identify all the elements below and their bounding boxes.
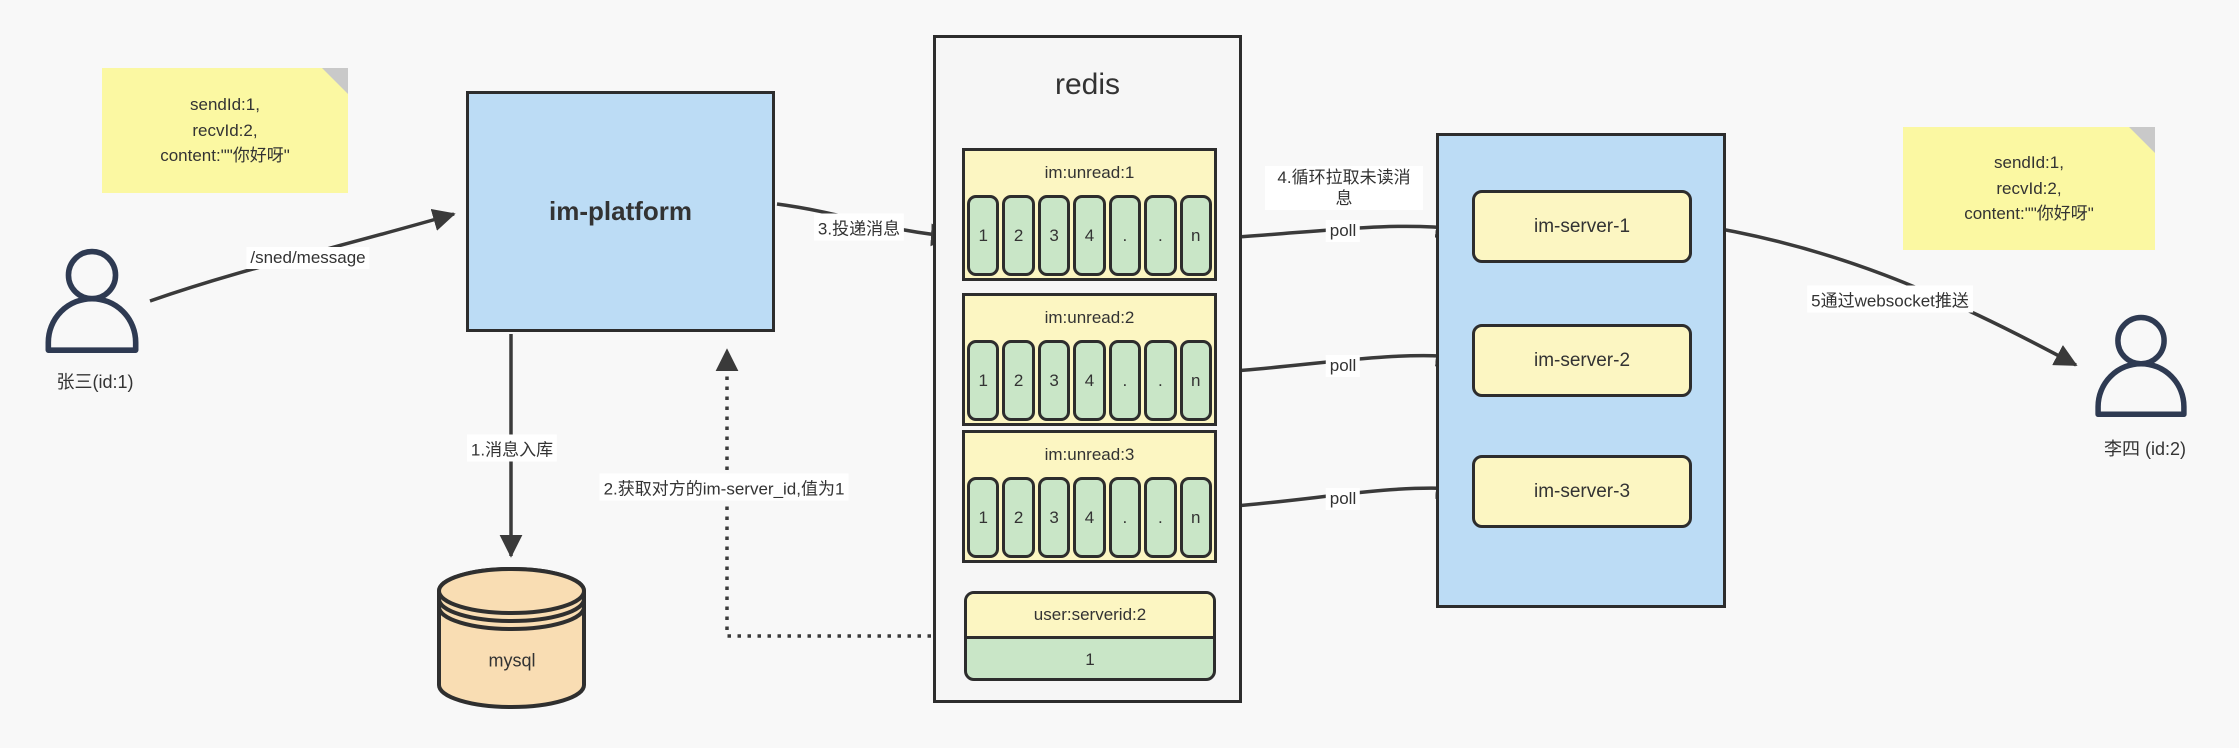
note-line: recvId:2, bbox=[1996, 178, 2062, 198]
im-server-3-box: im-server-3 bbox=[1472, 455, 1692, 528]
user-icon bbox=[45, 248, 139, 353]
queue-cells: 1 2 3 4 . . n bbox=[965, 340, 1214, 423]
sticky-note-right: sendId:1, recvId:2, content:""你好呀" bbox=[1903, 127, 2155, 250]
note-fold-icon bbox=[322, 68, 348, 94]
edge-label-poll-2: poll bbox=[1325, 355, 1361, 377]
redis-queue-2: im:unread:2 1 2 3 4 . . n bbox=[962, 293, 1217, 426]
queue-cell: . bbox=[1144, 195, 1177, 276]
queue-cell: 1 bbox=[967, 477, 1000, 558]
queue-cell: 4 bbox=[1073, 477, 1106, 558]
queue-cell: n bbox=[1179, 195, 1212, 276]
note-fold-icon bbox=[2129, 127, 2155, 153]
note-line: sendId:1, bbox=[1994, 153, 2064, 173]
queue-cell: 2 bbox=[1002, 340, 1035, 421]
queue-cell: . bbox=[1108, 340, 1142, 421]
im-server-1-box: im-server-1 bbox=[1472, 190, 1692, 263]
receiver-label: 李四 (id:2) bbox=[2103, 439, 2187, 459]
redis-queue-1: im:unread:1 1 2 3 4 . . n bbox=[962, 148, 1217, 281]
im-platform-box: im-platform bbox=[466, 91, 775, 332]
queue-cell: n bbox=[1179, 477, 1212, 558]
queue-cell: n bbox=[1179, 340, 1212, 421]
queue-cell: . bbox=[1108, 195, 1142, 276]
queue-cell: 3 bbox=[1037, 477, 1071, 558]
queue-cell: 4 bbox=[1073, 195, 1106, 276]
note-line: recvId:2, bbox=[192, 120, 258, 140]
edge-label-poll-3: poll bbox=[1325, 488, 1361, 510]
queue-cell: 3 bbox=[1037, 340, 1071, 421]
im-platform-label: im-platform bbox=[549, 196, 692, 226]
im-server-group: im-server-1 im-server-2 im-server-3 bbox=[1436, 133, 1726, 608]
edge-label-poll-1: poll bbox=[1325, 220, 1361, 242]
kv-value: 1 bbox=[1085, 650, 1095, 669]
queue-header: im:unread:2 bbox=[1044, 308, 1135, 327]
kv-header: user:serverid:2 bbox=[967, 594, 1213, 639]
im-server-2-box: im-server-2 bbox=[1472, 324, 1692, 397]
queue-cell: . bbox=[1144, 477, 1177, 558]
queue-cell: 2 bbox=[1002, 477, 1035, 558]
sticky-note-left: sendId:1, recvId:2, content:""你好呀" bbox=[102, 68, 348, 193]
note-line: content:""你好呀" bbox=[1964, 204, 2094, 224]
queue-cell: 4 bbox=[1073, 340, 1106, 421]
note-line: sendId:1, bbox=[190, 95, 260, 115]
queue-cell: 2 bbox=[1002, 195, 1035, 276]
queue-cells: 1 2 3 4 . . n bbox=[965, 477, 1214, 560]
queue-cell: 1 bbox=[967, 340, 1000, 421]
redis-container: redis im:unread:1 1 2 3 4 . . n im:unrea… bbox=[933, 35, 1242, 703]
database-icon bbox=[437, 567, 586, 709]
queue-cell: . bbox=[1144, 340, 1177, 421]
edge-label-websocket-push: 5通过websocket推送 bbox=[1807, 285, 1973, 313]
edge-label-get-server-id: 2.获取对方的im-server_id,值为1 bbox=[599, 473, 849, 501]
mysql-label: mysql bbox=[488, 650, 536, 671]
queue-header: im:unread:3 bbox=[1044, 445, 1135, 464]
redis-kv-box: user:serverid:2 1 bbox=[964, 591, 1216, 681]
queue-cell: 3 bbox=[1037, 195, 1071, 276]
edge-label-store-message: 1.消息入库 bbox=[466, 434, 558, 462]
edge-label-send-message: /sned/message bbox=[246, 247, 370, 269]
redis-title: redis bbox=[1054, 68, 1121, 101]
user-icon bbox=[2095, 314, 2187, 418]
queue-cell: 1 bbox=[967, 195, 1000, 276]
queue-header: im:unread:1 bbox=[1044, 163, 1135, 182]
redis-queue-3: im:unread:3 1 2 3 4 . . n bbox=[962, 430, 1217, 563]
edge-label-poll-note: 4.循环拉取未读消息 bbox=[1265, 166, 1423, 210]
sender-label: 张三(id:1) bbox=[56, 372, 134, 392]
edge-label-deliver: 3.投递消息 bbox=[813, 213, 905, 241]
queue-cells: 1 2 3 4 . . n bbox=[965, 195, 1214, 278]
note-line: content:""你好呀" bbox=[160, 146, 290, 166]
queue-cell: . bbox=[1108, 477, 1142, 558]
